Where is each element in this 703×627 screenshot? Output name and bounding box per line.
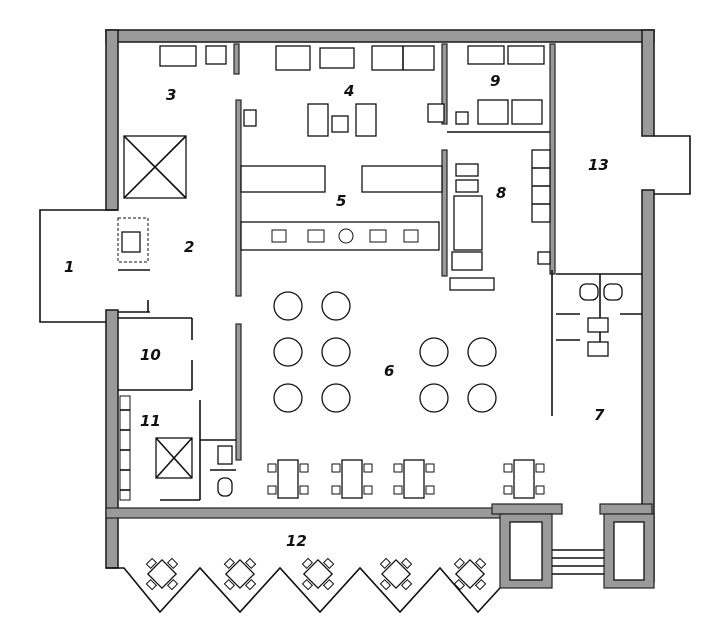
top-wall: [105, 29, 655, 43]
room-number-10: 10: [140, 346, 161, 364]
corridor-wall-upper: [235, 99, 242, 297]
room-number-7: 7: [594, 406, 605, 424]
rect-tables: [267, 459, 545, 499]
terrace-table: [379, 557, 413, 591]
terrace-zigzag-edge: [106, 566, 501, 614]
reception-desk: [121, 231, 141, 253]
bottom-right-structure: [491, 503, 655, 589]
terrace-table: [301, 557, 335, 591]
left-wall-lower: [105, 309, 119, 569]
left-wall-upper: [105, 29, 119, 211]
exterior-walls: [105, 29, 655, 583]
terrace-tables: [145, 557, 487, 591]
round-table: [419, 337, 449, 367]
round-table: [321, 383, 351, 413]
round-table: [321, 291, 351, 321]
entrance-porch: [39, 209, 118, 323]
side-exit-porch: [654, 135, 691, 195]
room-number-5: 5: [336, 192, 346, 210]
kitchen-top-equipment: [159, 45, 545, 125]
rect-table: [331, 459, 373, 499]
room-number-13: 13: [588, 156, 609, 174]
room-number-6: 6: [384, 362, 394, 380]
kitchen-divider-upper: [441, 43, 448, 125]
reception-outline: [117, 217, 149, 263]
room-number-9: 9: [490, 72, 500, 90]
round-table: [321, 337, 351, 367]
interior-partitions: [118, 43, 642, 501]
room-number-12: 12: [286, 532, 307, 550]
stair-treads: [119, 395, 131, 501]
service-counters: [240, 165, 443, 251]
corridor-wall-lower: [235, 323, 242, 461]
kitchen-divider-lower: [441, 149, 448, 277]
room-8-equipment: [449, 149, 551, 291]
round-table: [419, 383, 449, 413]
terrace-top-wall: [105, 507, 503, 519]
rect-table: [267, 459, 309, 499]
room-number-8: 8: [496, 184, 506, 202]
room-number-2: 2: [184, 238, 194, 256]
prep-tables: [243, 103, 377, 137]
terrace-table: [453, 557, 487, 591]
room-labels: 1 2 3 4 5 6 7 8 9 10 11 12 13: [64, 72, 609, 550]
stair-box: [155, 437, 193, 479]
round-table: [467, 337, 497, 367]
round-table: [273, 291, 303, 321]
room-8-wall: [549, 43, 556, 275]
round-table: [273, 383, 303, 413]
terrace-table: [223, 557, 257, 591]
round-table: [467, 383, 497, 413]
room-number-3: 3: [166, 86, 176, 104]
room-number-1: 1: [64, 258, 74, 276]
restroom-fixtures: [217, 283, 623, 497]
right-wall-upper: [641, 29, 655, 137]
round-tables: [273, 291, 497, 413]
room-number-11: 11: [140, 412, 161, 430]
terrace-table: [145, 557, 179, 591]
rect-table: [503, 459, 545, 499]
round-table: [273, 337, 303, 367]
lift-shaft: [123, 135, 187, 199]
storage-divider: [233, 43, 240, 75]
rect-table: [393, 459, 435, 499]
room-number-4: 4: [343, 82, 354, 100]
